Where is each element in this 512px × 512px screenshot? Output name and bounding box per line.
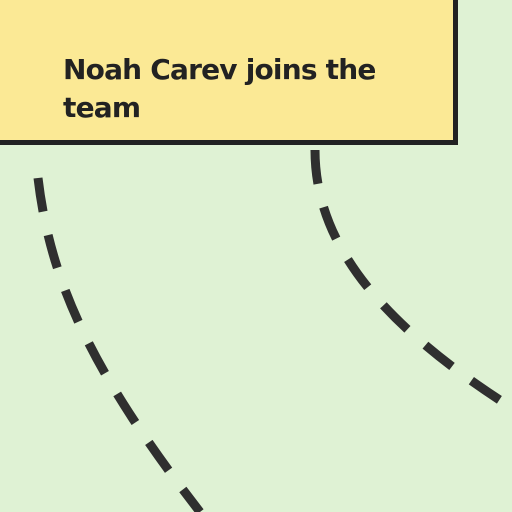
event-card[interactable]: Noah Carev joins the team bbox=[0, 0, 458, 145]
connector-right-dashed bbox=[310, 149, 512, 412]
connector-left-dashed bbox=[33, 177, 204, 512]
event-card-title: Noah Carev joins the team bbox=[63, 53, 376, 124]
